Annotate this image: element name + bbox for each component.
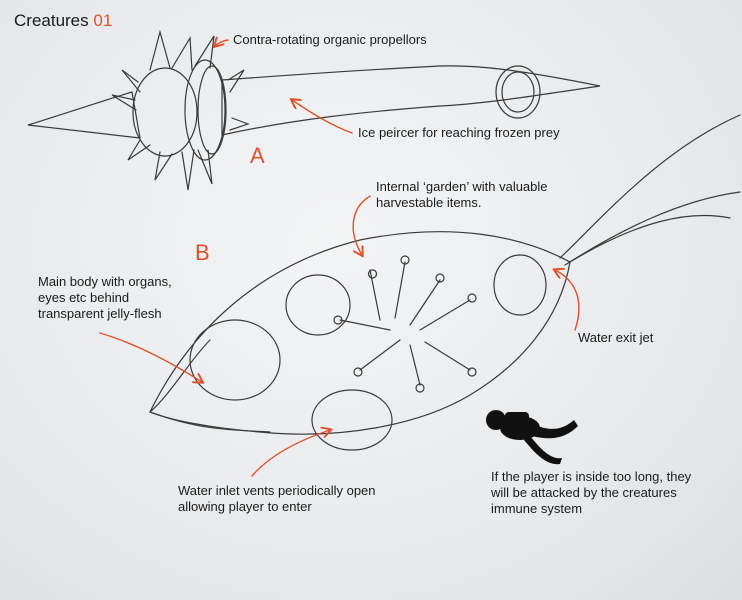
annotation-water-exit: Water exit jet [578, 330, 654, 345]
creature-label-a: A [250, 143, 265, 168]
annotation-garden: Internal ‘garden’ with valuable harvesta… [376, 179, 548, 210]
annotation-ice-peircer: Ice peircer for reaching frozen prey [358, 125, 560, 140]
creature-label-b: B [195, 240, 210, 265]
creature-b-sketch [149, 114, 741, 451]
annotation-propellors: Contra-rotating organic propellors [233, 32, 427, 47]
page-title: Creatures 01 [14, 11, 112, 31]
diver-silhouette-icon [486, 410, 578, 465]
title-number: 01 [93, 11, 113, 30]
annotation-immune-system: If the player is inside too long, they w… [491, 469, 692, 516]
title-text: Creatures [14, 11, 89, 30]
annotation-main-body: Main body with organs, eyes etc behind t… [38, 274, 172, 321]
annotation-water-inlet: Water inlet vents periodically open allo… [178, 483, 376, 514]
creature-a-sketch [27, 29, 601, 191]
